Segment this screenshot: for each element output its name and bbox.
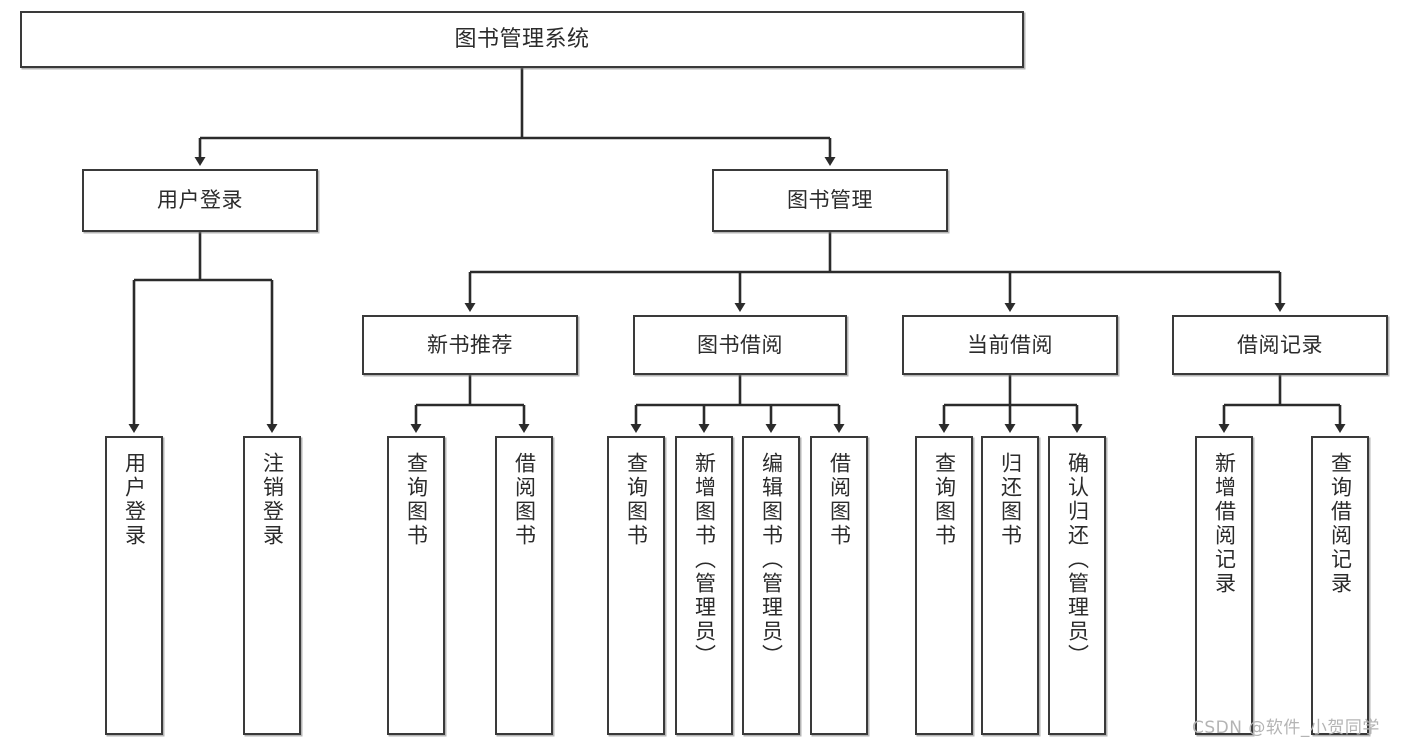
node-label: 新增图书（管理员） xyxy=(692,452,717,668)
node-book-borrow[interactable]: 图书借阅 xyxy=(633,315,847,375)
leaf-new-book-query[interactable]: 查询图书 xyxy=(387,436,445,735)
leaf-user-login-logout[interactable]: 注销登录 xyxy=(243,436,301,735)
node-label: 查询图书 xyxy=(404,452,429,548)
leaf-borrow-record-query[interactable]: 查询借阅记录 xyxy=(1311,436,1369,735)
node-label: 注销登录 xyxy=(260,452,285,548)
node-root-book-management-system[interactable]: 图书管理系统 xyxy=(20,11,1024,68)
node-label: 编辑图书（管理员） xyxy=(759,452,784,668)
node-label: 查询图书 xyxy=(624,452,649,548)
csdn-watermark: CSDN @软件_小贺同学 xyxy=(1192,718,1380,738)
leaf-book-borrow-query[interactable]: 查询图书 xyxy=(607,436,665,735)
leaf-borrow-record-add[interactable]: 新增借阅记录 xyxy=(1195,436,1253,735)
node-label: 归还图书 xyxy=(998,452,1023,548)
node-label: 确认归还（管理员） xyxy=(1065,452,1090,668)
leaf-current-borrow-query[interactable]: 查询图书 xyxy=(915,436,973,735)
node-current-borrow[interactable]: 当前借阅 xyxy=(902,315,1118,375)
node-book-management[interactable]: 图书管理 xyxy=(712,169,948,232)
node-label: 图书管理系统 xyxy=(454,26,590,52)
node-label: 新增借阅记录 xyxy=(1212,452,1237,596)
node-label: 当前借阅 xyxy=(967,332,1053,357)
node-label: 用户登录 xyxy=(157,188,243,213)
leaf-book-borrow-add-admin[interactable]: 新增图书（管理员） xyxy=(675,436,733,735)
node-label: 借阅图书 xyxy=(827,452,852,548)
node-label: 借阅记录 xyxy=(1237,332,1323,357)
node-label: 图书借阅 xyxy=(697,332,783,357)
leaf-book-borrow-borrow[interactable]: 借阅图书 xyxy=(810,436,868,735)
leaf-user-login-login[interactable]: 用户登录 xyxy=(105,436,163,735)
node-label: 借阅图书 xyxy=(512,452,537,548)
node-borrow-record[interactable]: 借阅记录 xyxy=(1172,315,1388,375)
leaf-new-book-borrow[interactable]: 借阅图书 xyxy=(495,436,553,735)
node-label: 用户登录 xyxy=(122,452,147,548)
node-label: 图书管理 xyxy=(787,188,873,213)
leaf-current-borrow-return[interactable]: 归还图书 xyxy=(981,436,1039,735)
node-label: 新书推荐 xyxy=(427,332,513,357)
node-label: 查询图书 xyxy=(932,452,957,548)
leaf-book-borrow-edit-admin[interactable]: 编辑图书（管理员） xyxy=(742,436,800,735)
leaf-current-borrow-confirm-admin[interactable]: 确认归还（管理员） xyxy=(1048,436,1106,735)
node-user-login[interactable]: 用户登录 xyxy=(82,169,318,232)
node-label: 查询借阅记录 xyxy=(1328,452,1353,596)
node-new-book-recommend[interactable]: 新书推荐 xyxy=(362,315,578,375)
